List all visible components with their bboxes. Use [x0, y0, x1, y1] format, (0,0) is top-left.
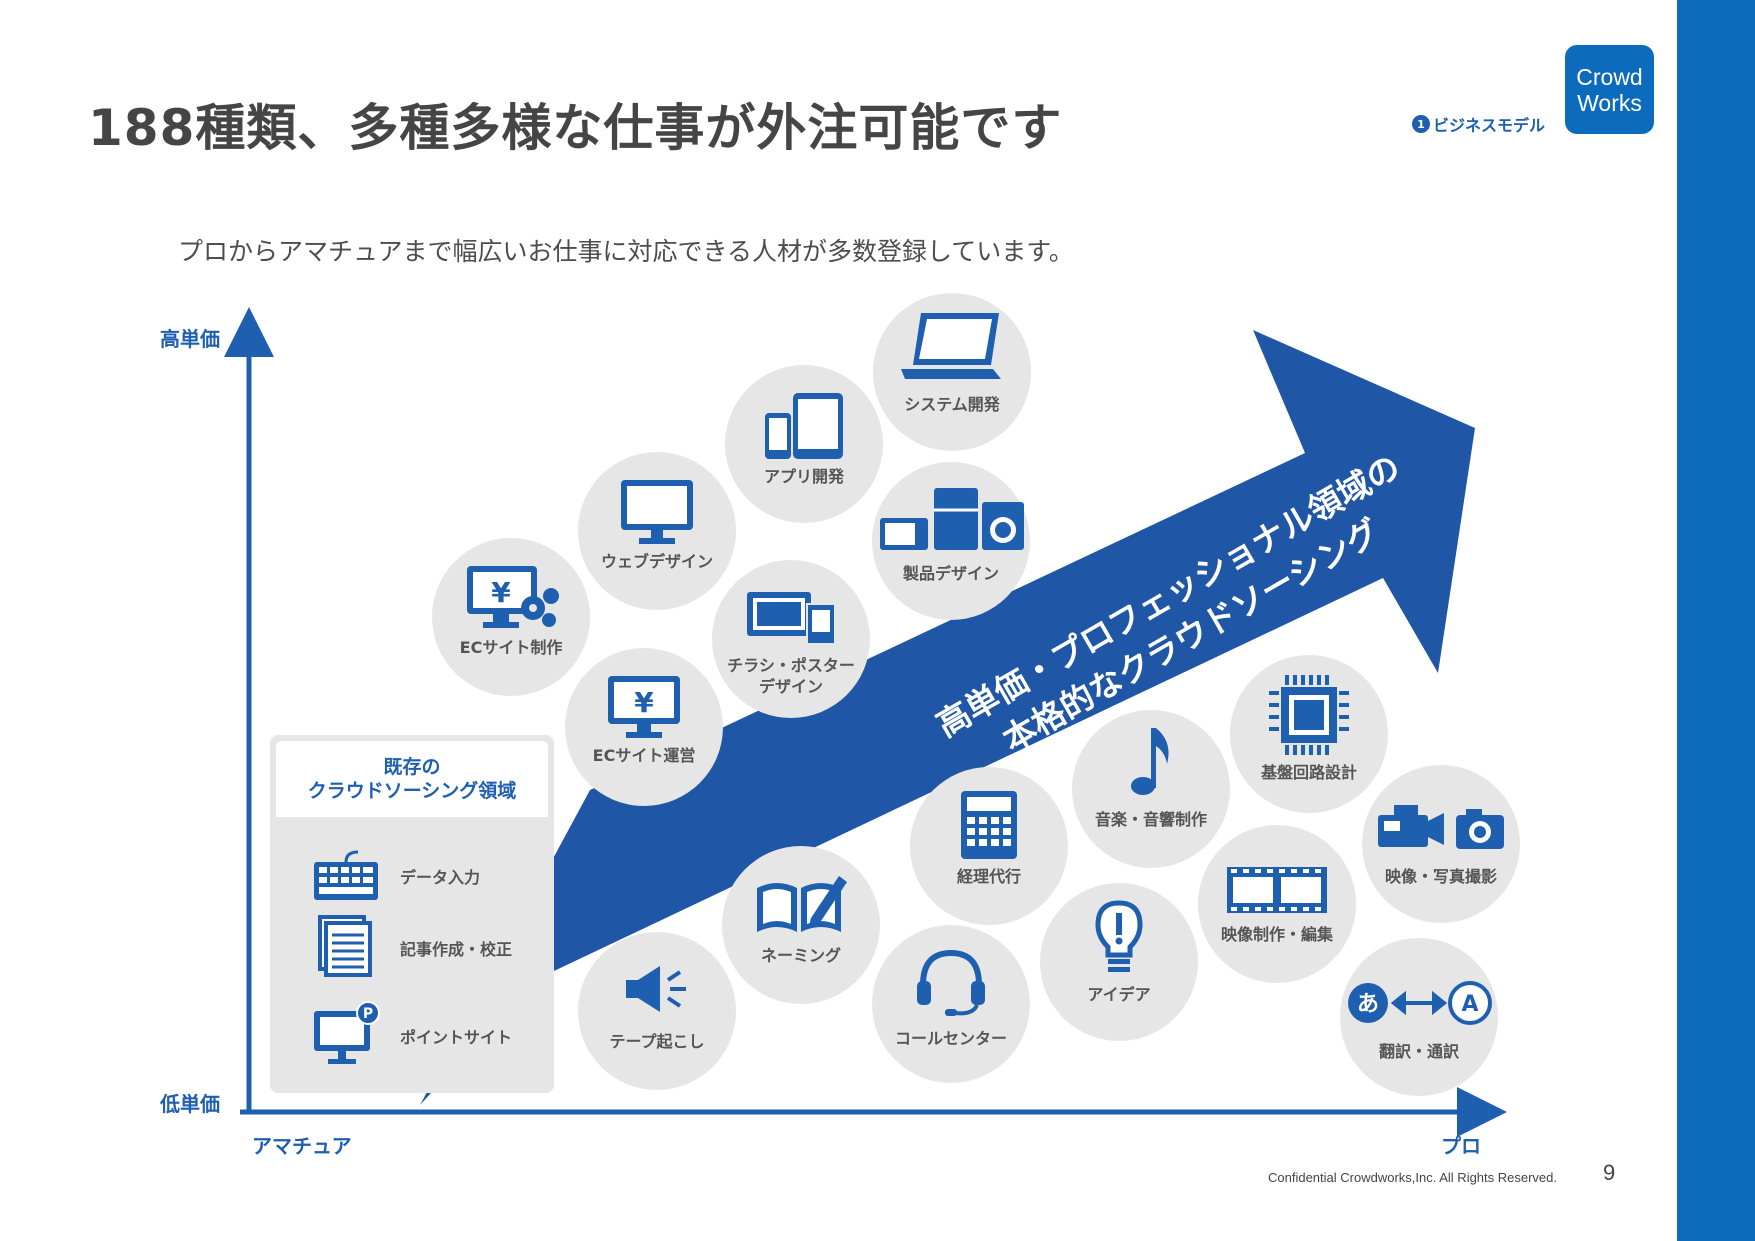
svg-text:¥: ¥: [634, 686, 654, 719]
category-label: テープ起こし: [609, 1032, 705, 1051]
speaker-icon: [626, 966, 686, 1012]
lightbulb-icon: [1095, 900, 1143, 972]
book-pen-icon: [757, 876, 847, 932]
category-circle-accounting: 経理代行: [910, 767, 1068, 925]
ec-build-icon: ¥: [467, 566, 559, 628]
category-label: コールセンター: [894, 1029, 1007, 1048]
category-circle-naming: ネーミング: [722, 846, 880, 1004]
side-accent-bar: [1677, 0, 1755, 1241]
section-tag: 1 ビジネスモデル: [1412, 112, 1545, 136]
monitor-point-icon: P: [314, 1001, 380, 1064]
category-label: ウェブデザイン: [600, 552, 713, 571]
category-circle-circuit: 基盤回路設計: [1230, 655, 1388, 813]
category-circle-filming: 映像・写真撮影: [1362, 765, 1520, 923]
music-note-icon: [1131, 728, 1169, 795]
category-circle-music: 音楽・音響制作: [1072, 710, 1230, 868]
flyer-icon: [747, 592, 836, 645]
svg-text:あ: あ: [1357, 992, 1379, 1017]
existing-item: P ポイントサイト: [310, 1000, 550, 1072]
logo-line2: Works: [1577, 89, 1642, 116]
category-label: 音楽・音響制作: [1094, 810, 1207, 829]
category-circle-transcription: テープ起こし: [578, 932, 736, 1090]
category-circle-idea: アイデア: [1040, 883, 1198, 1041]
category-circle-ec-build: ¥ ECサイト制作: [432, 538, 590, 696]
category-label: 翻訳・通訳: [1378, 1042, 1459, 1061]
existing-item: データ入力: [310, 840, 550, 912]
existing-item-label: ポイントサイト: [400, 1028, 513, 1047]
category-label: アイデア: [1087, 985, 1151, 1004]
section-label: ビジネスモデル: [1433, 116, 1546, 135]
page-title: 188種類、多種多様な仕事が外注可能です: [88, 99, 1063, 157]
existing-item-label: 記事作成・校正: [400, 940, 513, 959]
film-icon: [1227, 867, 1327, 913]
svg-text:¥: ¥: [491, 576, 511, 609]
category-circle-translation: あ A 翻訳・通訳: [1340, 938, 1498, 1096]
x-axis-low-label: アマチュア: [252, 1134, 352, 1158]
category-label: ネーミング: [760, 946, 841, 965]
category-circle-web-design: ウェブデザイン: [578, 452, 736, 610]
category-label: 製品デザイン: [902, 564, 999, 583]
keyboard-icon: [314, 850, 378, 900]
svg-text:P: P: [363, 1006, 373, 1022]
category-circle-ec-operate: ¥ ECサイト運営: [565, 648, 723, 806]
appliances-icon: [880, 488, 1024, 550]
category-label: 映像・写真撮影: [1384, 867, 1497, 886]
existing-heading-line2: クラウドソーシング領域: [307, 780, 517, 802]
existing-item: 記事作成・校正: [310, 912, 550, 984]
svg-text:A: A: [1461, 992, 1478, 1017]
y-axis-high-label: 高単価: [160, 327, 220, 351]
category-label: チラシ・ポスター: [727, 656, 855, 675]
category-label-line2: デザイン: [758, 677, 823, 696]
translate-icon: あ A: [1348, 981, 1492, 1025]
category-label: システム開発: [904, 395, 1000, 414]
subtitle: プロからアマチュアまで幅広いお仕事に対応できる人材が多数登録しています。: [178, 237, 1074, 266]
existing-item-label: データ入力: [400, 868, 481, 887]
laptop-icon: [901, 313, 1001, 379]
x-axis-high-label: プロ: [1441, 1134, 1481, 1158]
ec-monitor-icon: ¥: [608, 676, 680, 738]
mobile-devices-icon: [765, 393, 843, 459]
monitor-icon: [621, 480, 693, 544]
chip-icon: [1269, 675, 1349, 755]
headset-icon: [917, 949, 985, 1016]
camera-icon: [1378, 805, 1504, 849]
existing-domain-heading: 既存の クラウドソーシング領域: [276, 741, 548, 817]
category-label: アプリ開発: [763, 467, 844, 486]
big-arrow: [420, 330, 1475, 1105]
section-number-badge: 1: [1412, 115, 1430, 133]
category-circle-flyer-design: チラシ・ポスター デザイン: [712, 560, 870, 718]
confidential-notice: Confidential Crowdworks,Inc. All Rights …: [1268, 1170, 1558, 1185]
category-circle-system-dev: システム開発: [873, 293, 1031, 451]
documents-icon: [318, 915, 372, 977]
category-label: ECサイト制作: [459, 638, 563, 657]
category-label: ECサイト運営: [592, 746, 696, 765]
category-circle-app-dev: アプリ開発: [725, 365, 883, 523]
category-circle-call-center: コールセンター: [872, 925, 1030, 1083]
category-label: 映像制作・編集: [1220, 925, 1333, 944]
category-label: 基盤回路設計: [1260, 763, 1357, 782]
category-circle-video-editing: 映像制作・編集: [1198, 825, 1356, 983]
calculator-icon: [961, 791, 1017, 859]
category-label: 経理代行: [956, 867, 1021, 886]
existing-heading-line1: 既存の: [383, 756, 441, 778]
page-number: 9: [1603, 1160, 1616, 1185]
logo-line1: Crowd: [1576, 63, 1643, 90]
crowdworks-logo: Crowd Works: [1565, 45, 1654, 134]
category-circle-product-design: 製品デザイン: [872, 462, 1030, 620]
y-axis-low-label: 低単価: [160, 1092, 220, 1116]
